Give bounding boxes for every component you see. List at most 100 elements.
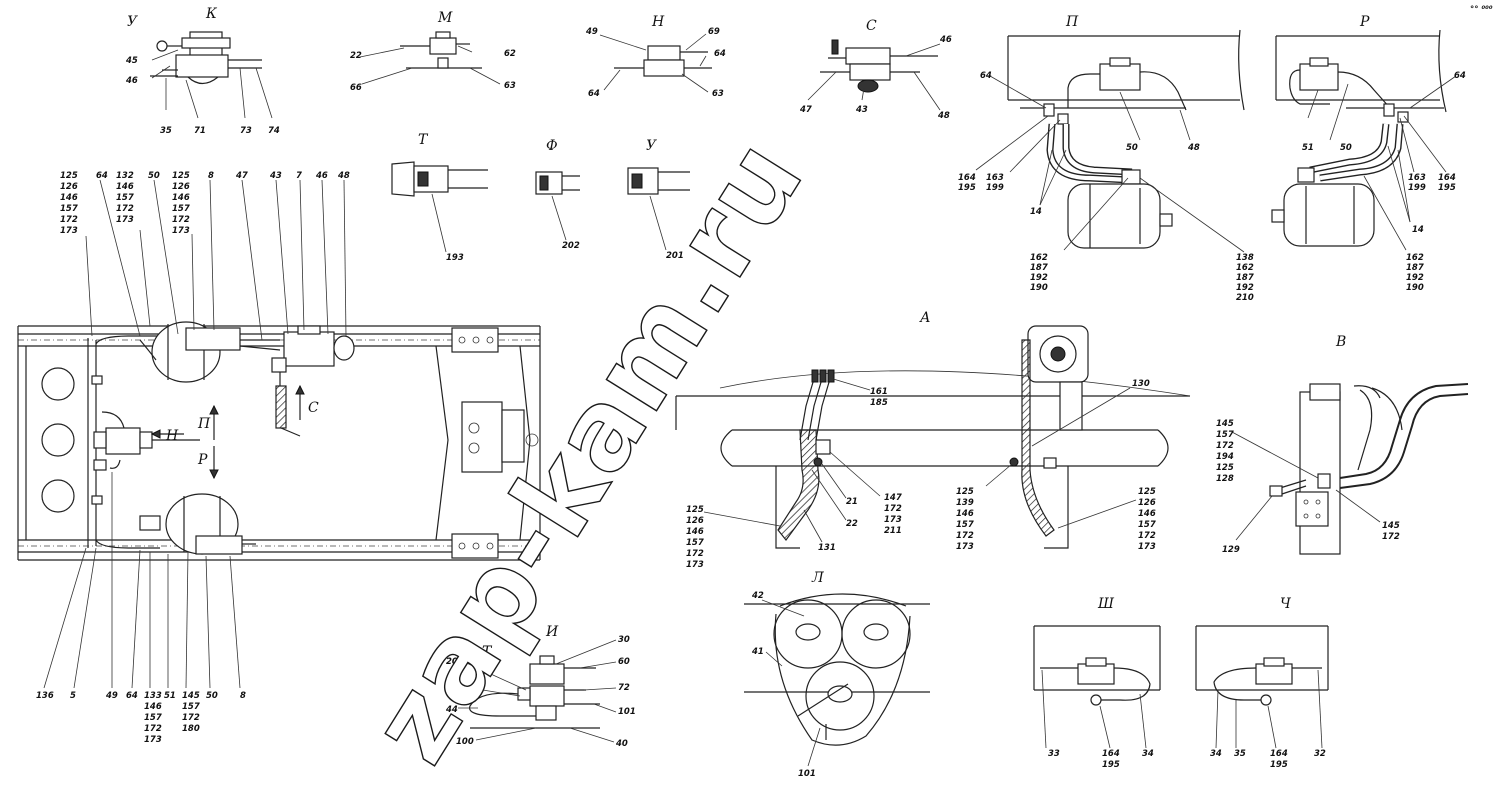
valve-n-top xyxy=(647,45,681,61)
label-172: 172 xyxy=(1216,441,1234,451)
label-63: 63 xyxy=(712,89,724,99)
label-22: 22 xyxy=(846,519,858,529)
valve-i-bottom xyxy=(529,685,565,707)
frame-bottom-group-2: 145 157 172 180 xyxy=(182,691,200,734)
label-126: 126 xyxy=(172,182,190,192)
label-187b: 187 xyxy=(1236,273,1254,283)
view-r-title: Р xyxy=(1359,14,1370,30)
label-50: 50 xyxy=(148,171,160,181)
label-41: 41 xyxy=(751,647,764,657)
view-l: Л 42 41 101 xyxy=(744,570,930,779)
valve-lower-body xyxy=(175,54,229,78)
label-192: 192 xyxy=(1030,273,1048,283)
spring-cylinder xyxy=(275,385,287,429)
label-172: 172 xyxy=(116,204,134,214)
label-146: 146 xyxy=(172,193,190,203)
label-64: 64 xyxy=(96,171,108,181)
view-ch: Ч 34 35 164 195 32 xyxy=(1195,596,1329,770)
label-50: 50 xyxy=(1126,143,1138,153)
bracket-post xyxy=(1299,391,1341,555)
label-42: 42 xyxy=(751,591,764,601)
label-173: 173 xyxy=(1138,542,1156,552)
view-a: А xyxy=(675,310,1191,570)
label-8: 8 xyxy=(240,691,246,701)
valve-assembly-top xyxy=(185,327,241,351)
view-u-title: У xyxy=(646,138,657,154)
valve-body xyxy=(181,37,231,49)
label-173: 173 xyxy=(116,215,134,225)
valve-s-bottom xyxy=(849,63,891,81)
label-157: 157 xyxy=(956,520,974,530)
view-k-title: К xyxy=(205,6,218,22)
label-51: 51 xyxy=(164,691,176,701)
view-r: Р 64 51 50 163 199 164 195 1 xyxy=(1271,14,1466,293)
label-202: 202 xyxy=(562,241,580,251)
valve-sh xyxy=(1077,663,1115,685)
valve-r xyxy=(1299,63,1339,91)
label-14: 14 xyxy=(1030,207,1042,217)
label-199: 199 xyxy=(1408,183,1426,193)
label-101: 101 xyxy=(798,769,816,779)
label-172: 172 xyxy=(182,713,200,723)
label-72: 72 xyxy=(618,683,630,693)
hose-left xyxy=(777,429,820,541)
view-a-title: А xyxy=(919,310,931,326)
label-125: 125 xyxy=(172,171,190,181)
label-173: 173 xyxy=(60,226,78,236)
label-35: 35 xyxy=(160,126,172,136)
label-128: 128 xyxy=(1216,474,1234,484)
view-s-title: С xyxy=(866,18,877,34)
valve-ch xyxy=(1255,663,1293,685)
view-a-group-2: 147 172 173 211 xyxy=(884,493,902,536)
label-173: 173 xyxy=(686,560,704,570)
label-47: 47 xyxy=(799,105,812,115)
view-k: К У 45 46 35 71 73 74 xyxy=(125,6,280,136)
label-48: 48 xyxy=(337,171,350,181)
label-164: 164 xyxy=(1270,749,1288,759)
label-50: 50 xyxy=(1340,143,1352,153)
view-t-title: Т xyxy=(418,132,429,148)
label-126: 126 xyxy=(686,516,704,526)
mark-s: С xyxy=(308,400,319,416)
frame-bottom-group-1: 133 146 157 172 173 xyxy=(144,691,162,745)
label-201: 201 xyxy=(666,251,684,261)
label-132: 132 xyxy=(116,171,134,181)
fitting-views: Т 193 Ф 202 У 201 xyxy=(391,132,690,263)
label-172: 172 xyxy=(60,215,78,225)
label-146: 146 xyxy=(956,509,974,519)
label-157: 157 xyxy=(172,204,190,214)
label-164: 164 xyxy=(958,173,976,183)
view-a-group-1: 125 126 146 157 172 173 xyxy=(686,505,704,570)
label-5: 5 xyxy=(70,691,76,701)
frame-top-group-1: 125 126 146 157 172 173 xyxy=(60,171,78,236)
valve-assembly-bottom xyxy=(195,535,243,555)
label-125: 125 xyxy=(956,487,974,497)
label-172: 172 xyxy=(1138,531,1156,541)
label-45: 45 xyxy=(125,56,138,66)
label-211: 211 xyxy=(884,526,902,536)
frame-top-group-2: 132 146 157 172 173 xyxy=(116,171,134,225)
view-i: И Т 30 20 60 21 72 44 101 100 40 xyxy=(445,624,636,749)
view-i-t-mark: Т xyxy=(482,644,493,660)
view-f-title: Ф xyxy=(546,138,558,154)
label-173: 173 xyxy=(884,515,902,525)
label-129: 129 xyxy=(1222,545,1240,555)
label-48: 48 xyxy=(937,111,950,121)
label-146: 146 xyxy=(116,182,134,192)
label-163: 163 xyxy=(1408,173,1426,183)
view-m: М 22 62 66 63 xyxy=(350,10,516,93)
label-51: 51 xyxy=(1302,143,1314,153)
label-192: 192 xyxy=(1406,273,1424,283)
label-157: 157 xyxy=(60,204,78,214)
hose-right xyxy=(1021,339,1055,537)
label-62: 62 xyxy=(504,49,516,59)
label-21: 21 xyxy=(846,497,858,507)
label-163: 163 xyxy=(986,173,1004,183)
label-46: 46 xyxy=(125,76,138,86)
label-44: 44 xyxy=(445,705,458,715)
label-172: 172 xyxy=(686,549,704,559)
label-14: 14 xyxy=(1412,225,1424,235)
view-a-group-3: 125 139 146 157 172 173 xyxy=(956,487,974,552)
view-s: С 46 47 43 48 xyxy=(799,18,952,121)
